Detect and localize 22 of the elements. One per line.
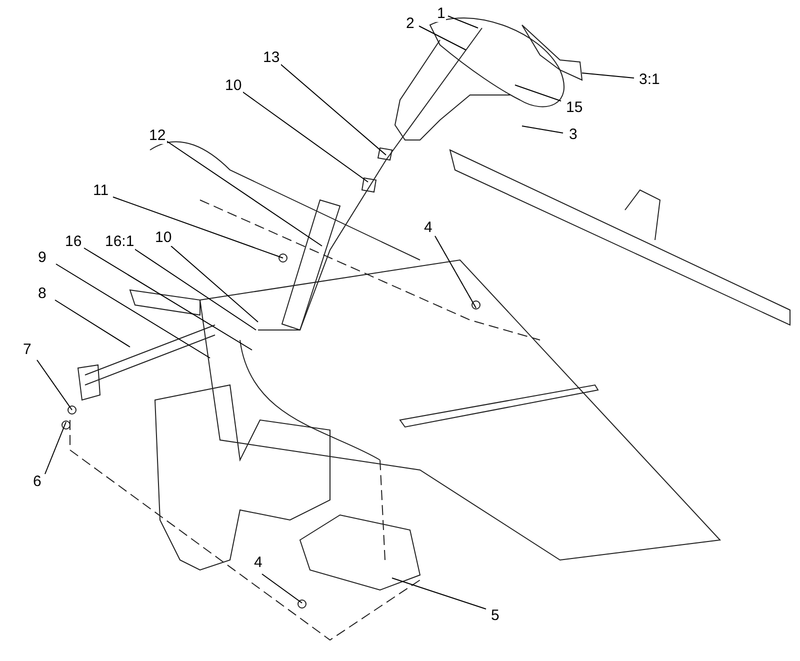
callout-number: 16:1 — [104, 234, 136, 250]
callout-number: 12 — [148, 128, 167, 144]
leader-line — [514, 84, 562, 102]
leader-line — [44, 422, 66, 474]
leader-line — [418, 26, 466, 50]
leader-line — [582, 72, 634, 78]
leader-line — [36, 360, 72, 410]
callout-number: 10 — [154, 230, 173, 246]
leader-line — [392, 578, 486, 610]
leader-line — [164, 140, 322, 246]
callout-number: 10 — [224, 78, 243, 94]
callout-number: 13 — [262, 50, 281, 66]
leader-line — [434, 236, 476, 308]
callout-number: 1 — [436, 6, 446, 22]
leader-line — [84, 248, 252, 350]
leader-line — [522, 126, 564, 134]
leader-line — [54, 300, 130, 348]
leader-line — [262, 574, 302, 604]
leader-line — [170, 246, 258, 322]
leader-line — [112, 196, 284, 258]
leader-line — [56, 264, 210, 358]
leader-line — [448, 16, 478, 28]
